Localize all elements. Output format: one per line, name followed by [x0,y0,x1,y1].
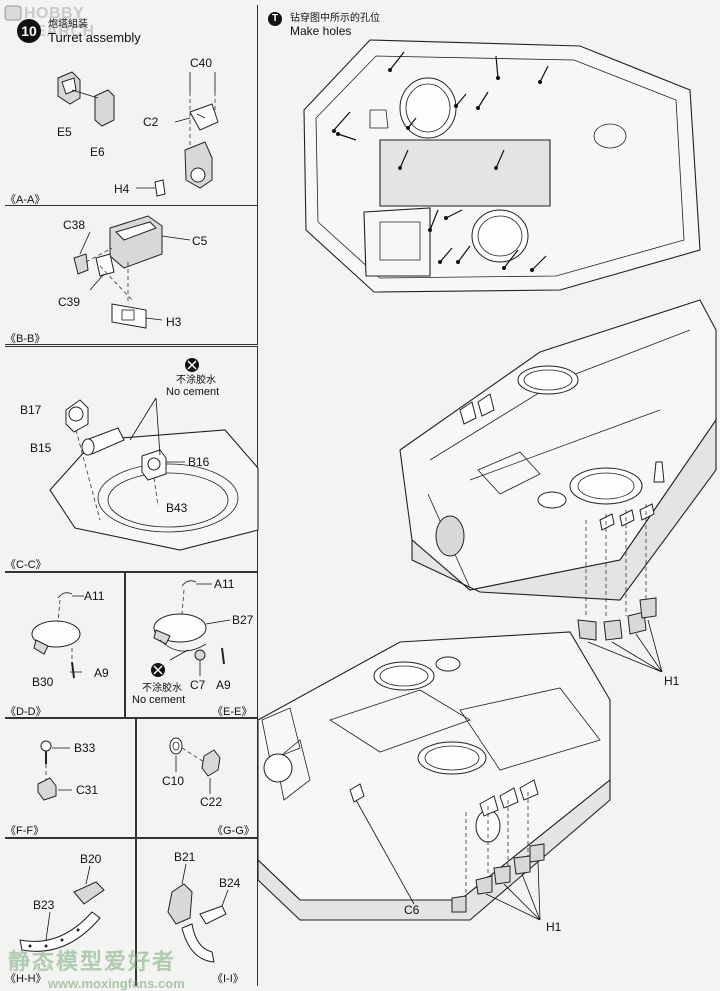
label-c22: C22 [200,795,223,809]
diagram-bb [73,215,191,329]
label-c38: C38 [63,218,86,232]
panel-cc [5,346,258,572]
label-b20: B20 [80,852,102,866]
label-b16: B16 [188,455,210,469]
label-b43: B43 [166,501,188,515]
panel-ii [136,838,258,986]
diagram-dd [31,592,84,679]
step-number: 10 [21,23,37,39]
diagram-ff [37,740,72,801]
no-cement-zh-ee: 不涂胶水 [142,683,182,694]
panel-hh [5,838,136,986]
diagram-aa [57,71,219,197]
label-c31: C31 [76,783,99,797]
brand-logo-icon [4,5,22,21]
section-label-gg: 《G-G》 [212,825,255,837]
diagram-hh [19,865,105,952]
label-b17: B17 [20,403,42,417]
label-b30: B30 [32,675,54,689]
label-b27: B27 [232,613,254,627]
make-holes-en: Make holes [290,24,352,38]
section-label-hh: 《H-H》 [5,973,47,985]
label-a9-dd: A9 [94,666,109,680]
no-cement-zh-cc: 不涂胶水 [176,375,216,386]
label-h3: H3 [166,315,182,329]
section-label-aa: 《A-A》 [5,194,46,206]
step-title-en: Turret assembly [48,30,141,45]
panel-ff [5,718,136,838]
label-e6: E6 [90,145,105,159]
tool-icon: T [268,12,282,26]
watermark-url: www.moxingfans.com [48,976,185,991]
label-a11-ee: A11 [214,577,235,591]
step-title-zh: 炮塔組装 [48,19,88,30]
step-number-badge: 10 [17,19,41,43]
label-h4: H4 [114,182,130,196]
panel-aa-bb [5,5,258,345]
section-label-ee: 《E-E》 [212,706,253,718]
watermark-title: 静态模型爱好者 [8,950,177,975]
no-cement-en-cc: No cement [166,386,220,398]
label-b21: B21 [174,850,196,864]
watermark: 静态模型爱好者 www.moxingfans.com [8,944,185,991]
label-c10: C10 [162,774,185,788]
label-b24: B24 [219,876,241,890]
label-b15: B15 [30,441,52,455]
label-c5: C5 [192,234,208,248]
label-h1-rear: H1 [546,920,562,934]
label-e5: E5 [57,125,72,139]
label-h1-top: H1 [664,674,680,688]
section-label-bb: 《B-B》 [5,333,46,345]
brand-name: HOBBY SEARCH [24,5,95,40]
diagram-ee [151,580,231,677]
label-c2: C2 [143,115,159,129]
turret-top-diagram [399,299,717,673]
divider-h-aa-bb [5,205,258,206]
make-holes-zh: 钻穿图中所示的孔位 [290,13,380,24]
section-label-cc: 《C-C》 [5,559,47,571]
label-c7: C7 [190,678,206,692]
label-c40: C40 [190,56,213,70]
brand-logo: HOBBY SEARCH [4,3,94,40]
label-b23: B23 [33,898,55,912]
label-a9-ee: A9 [216,678,231,692]
diagram-ii [167,863,229,963]
panel-dd [5,572,125,718]
diagram-cc [49,358,259,551]
section-label-ii: 《I-I》 [212,973,244,985]
section-label-dd: 《D-D》 [5,706,47,718]
diagram-gg [169,737,221,794]
no-cement-en-ee: No cement [132,694,186,706]
label-c6: C6 [404,903,420,917]
panel-ee [125,572,258,718]
label-a11-dd: A11 [84,589,105,603]
label-b33: B33 [74,741,96,755]
label-c39: C39 [58,295,81,309]
section-label-ff: 《F-F》 [5,825,45,837]
turret-underside-diagram [303,39,701,293]
